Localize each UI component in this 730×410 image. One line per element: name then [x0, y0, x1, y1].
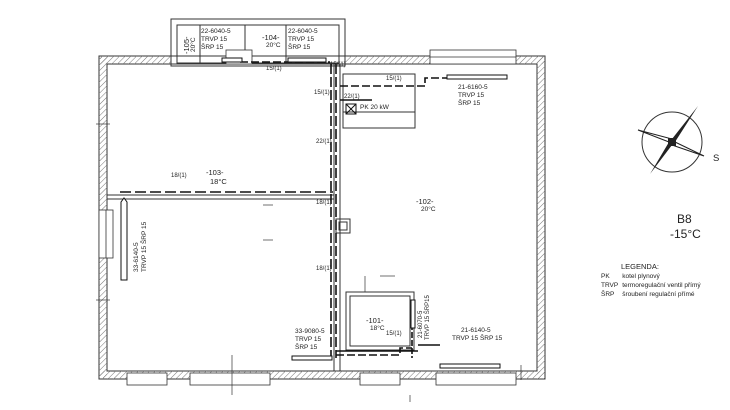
legend-row: TRVP termoregulační ventil přímý [601, 281, 705, 290]
pipe-label: 15/(1) [386, 76, 402, 82]
radiator-label: 21-6160-5 [458, 84, 488, 91]
boiler-icon [345, 103, 357, 115]
room-103-number: -103- [206, 168, 224, 177]
room-105-temp: 20°C [190, 37, 197, 52]
radiator-valve-label: TRVP 15 [288, 36, 315, 43]
radiator-valve-label: TRVP 15 [201, 36, 228, 43]
radiator-valve-label: TRVP 15 ŠRP15 [425, 295, 431, 340]
room-104-number: -104- [262, 33, 280, 42]
legend-desc: kotel plynový [622, 273, 660, 280]
legend-table: PK kotel plynový TRVP termoregulační ven… [601, 272, 705, 299]
room-101-number: -101- [366, 316, 384, 325]
room-102-temp: 20°C [421, 206, 436, 213]
radiator-label: 21-6140-5 [461, 327, 491, 334]
room-101-temp: 18°C [370, 325, 385, 332]
pipe-label: 15/(1) [330, 62, 346, 68]
legend-desc: šroubení regulační přímé [622, 291, 695, 298]
radiator-fitting-label: ŠRP 15 [201, 44, 224, 51]
radiator-valve-label: TRVP 15 [295, 336, 322, 343]
legend-abbr: ŠRP [601, 291, 615, 298]
radiator-valve-label: TRVP 15 [458, 92, 485, 99]
radiator-label: 21-6070-5 [418, 310, 424, 338]
radiator-label: 22-6040-5 [201, 28, 231, 35]
legend-abbr: PK [601, 273, 610, 280]
radiator-valve-label: TRVP 15 ŠRP 15 [452, 335, 503, 342]
dimension-ticks [96, 123, 522, 402]
room-104-temp: 20°C [266, 42, 281, 49]
legend-abbr: TRVP [601, 282, 619, 289]
radiator-label: 22-6040-5 [288, 28, 318, 35]
compass-direction: S [713, 153, 720, 164]
pipe-label: 22/(1) [316, 139, 332, 145]
north-arrow-icon [637, 106, 705, 174]
room-103-temp: 18°C [210, 177, 227, 186]
pipe-label: 18/(1) [316, 200, 332, 206]
boiler-label: PK 20 kW [360, 104, 389, 111]
pipe-label: 15/(1) [266, 66, 282, 72]
interior-walls [107, 64, 416, 371]
legend-desc: termoregulační ventil přímý [622, 282, 701, 289]
radiator-label: 33-6140-5 [133, 242, 140, 272]
windows [98, 49, 517, 386]
heating-pipes [120, 61, 447, 358]
climate-zone: B8 [677, 212, 692, 226]
radiator-label: 33-9080-5 [295, 328, 325, 335]
radiators [120, 57, 508, 369]
pipe-label: 18/(1) [316, 266, 332, 272]
legend-title: LEGENDA: [621, 262, 659, 271]
pipe-label: 18/(1) [171, 173, 187, 179]
radiator-fitting-label: ŠRP 15 [288, 44, 311, 51]
north-annex-walls [170, 18, 346, 67]
pipe-label: 22/(1) [344, 94, 360, 100]
room-102-number: -102- [416, 197, 434, 206]
legend-row: PK kotel plynový [601, 272, 705, 281]
outdoor-design-temp: -15°C [670, 227, 701, 241]
radiator-fitting-label: ŠRP 15 [295, 344, 318, 351]
legend-row: ŠRP šroubení regulační přímé [601, 290, 705, 299]
radiator-fitting-label: ŠRP 15 [458, 100, 481, 107]
pipe-label: 15/(1) [314, 90, 330, 96]
radiator-valve-label: TRVP 15 ŠRP 15 [141, 221, 148, 272]
pipe-label: 15/(1) [386, 331, 402, 337]
